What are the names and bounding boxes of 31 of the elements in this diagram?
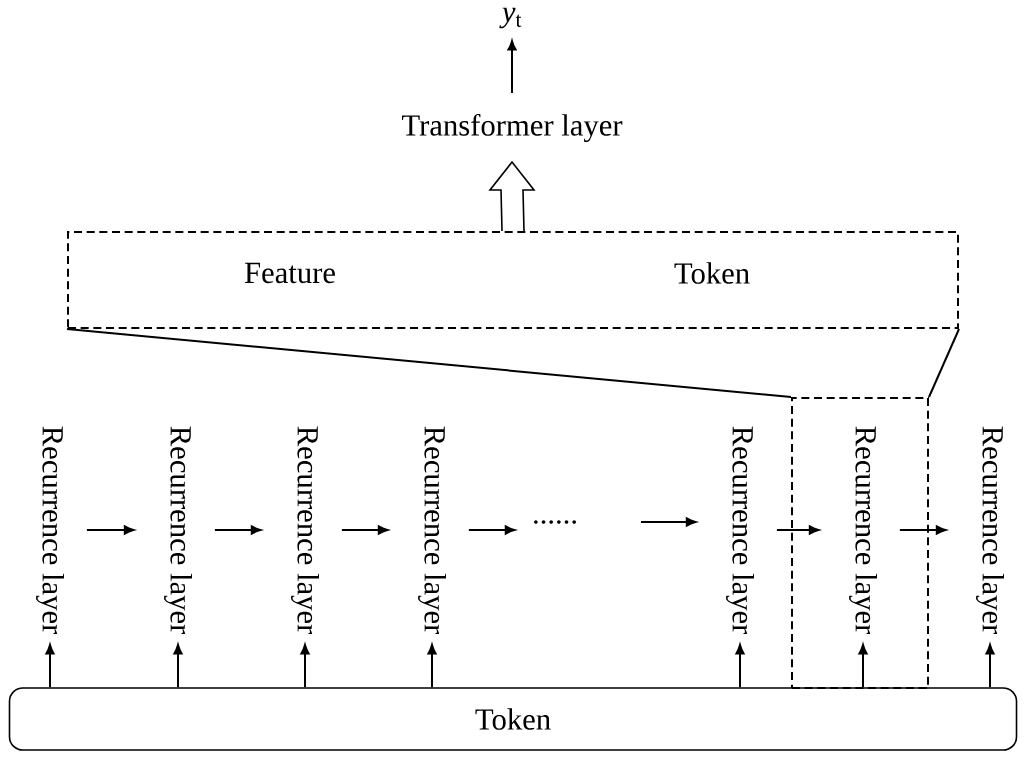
arrow <box>427 644 437 689</box>
layer-label: Recurrence layer <box>976 426 1004 635</box>
layer-label: Recurrence layer <box>164 426 192 635</box>
arrow <box>85 525 135 535</box>
arrow <box>45 644 55 689</box>
arrow <box>213 525 262 535</box>
arrow <box>858 644 868 689</box>
layer-label: Recurrence layer <box>849 426 877 635</box>
layer-label: Transformer layer <box>402 113 623 143</box>
dashed-box: Feature Token <box>67 231 959 329</box>
layer-label: Recurrence layer <box>418 426 446 635</box>
layer-label: Recurrence layer <box>291 426 319 635</box>
block-arrow <box>488 160 536 232</box>
arrow <box>898 525 947 535</box>
dashed-box <box>791 397 929 689</box>
ellipsis: ...... <box>534 520 576 524</box>
arrow <box>300 644 310 689</box>
arrow <box>340 525 389 535</box>
output-label: y$_{t}$ <box>499 7 522 29</box>
arrow <box>507 40 517 94</box>
leader-line <box>66 328 792 398</box>
arrow <box>775 525 820 535</box>
arrow <box>985 644 995 689</box>
token-bar: Token <box>8 687 1018 751</box>
arrow <box>467 525 516 535</box>
layer-label: Recurrence layer <box>36 426 64 635</box>
arrow <box>639 517 697 527</box>
arrow <box>173 644 183 689</box>
arrow <box>735 644 745 689</box>
leader-line <box>928 328 960 398</box>
layer-label: Recurrence layer <box>726 426 754 635</box>
